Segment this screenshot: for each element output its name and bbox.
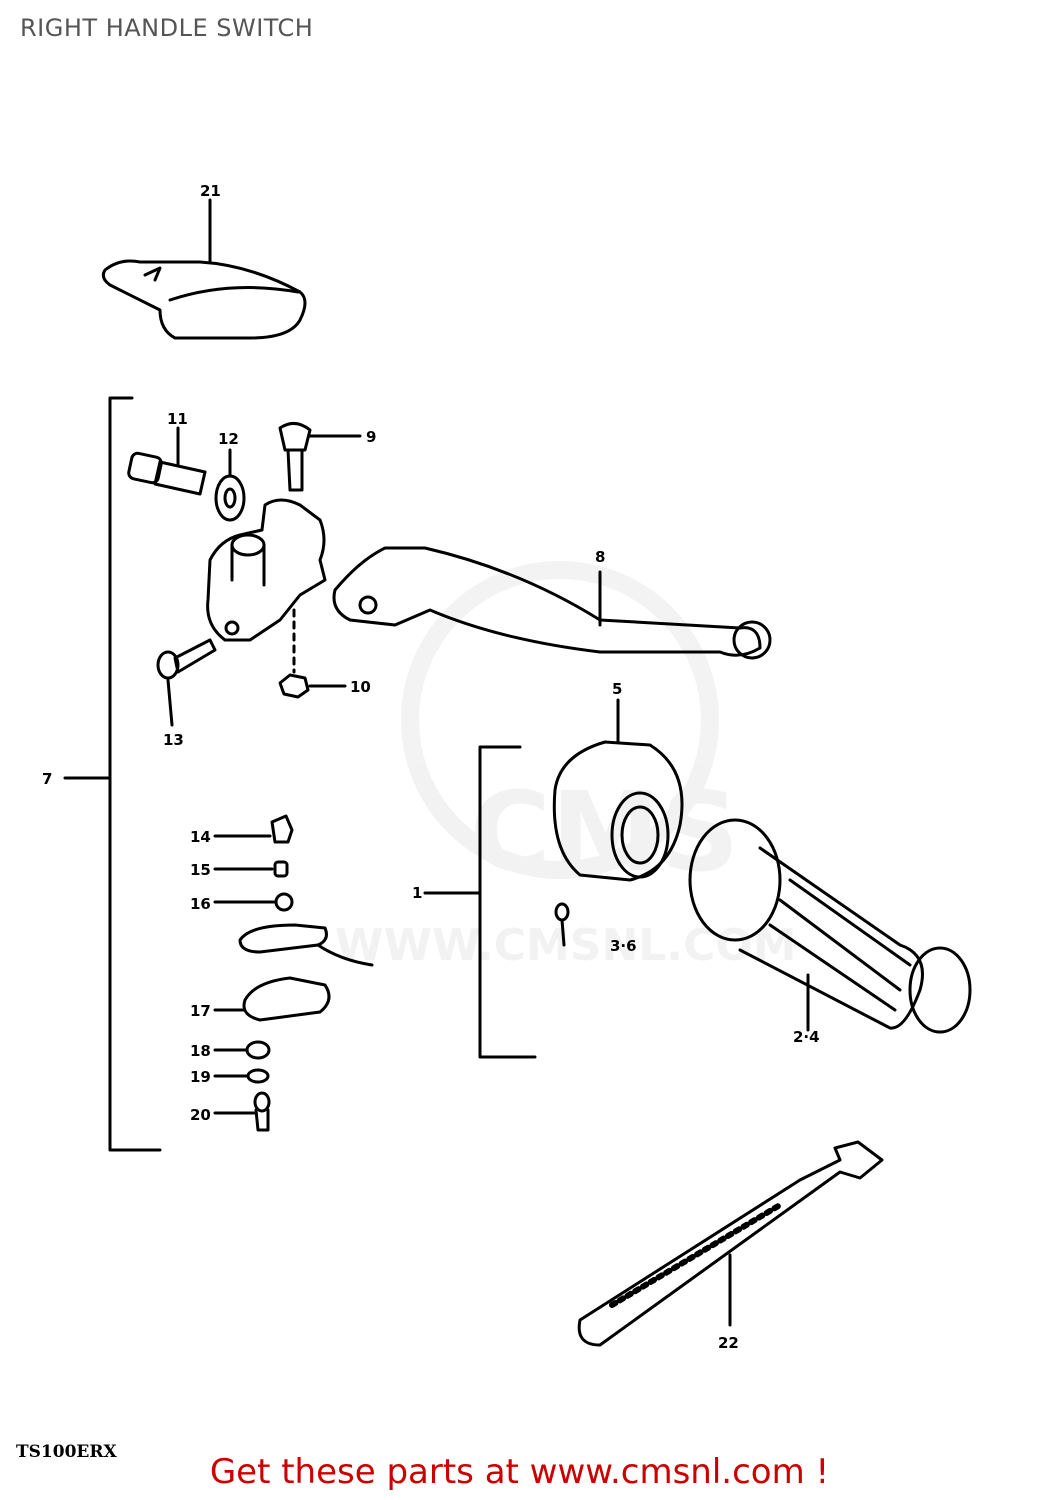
part-19-washer (213, 1068, 270, 1084)
watermark-url: WWW.CMSNL.COM (335, 920, 797, 971)
bracket-1 (478, 745, 537, 1059)
switch-contact (238, 923, 374, 967)
callouts: 21 11 12 9 8 10 13 7 5 14 15 16 1 3·6 17… (42, 182, 820, 1352)
callout-15: 15 (190, 861, 211, 879)
callout-14: 14 (190, 828, 211, 846)
part-17-switch-base (213, 976, 331, 1022)
callout-13: 13 (163, 731, 184, 749)
part-21-cover (101, 259, 307, 340)
callout-10: 10 (350, 678, 371, 696)
part-20-screw (213, 1091, 271, 1132)
callout-16: 16 (190, 895, 211, 913)
footer-cta-link[interactable]: Get these parts at www.cmsnl.com ! (209, 1452, 830, 1492)
callout-21: 21 (200, 182, 221, 200)
lever-holder (206, 498, 327, 642)
callout-9: 9 (366, 428, 376, 446)
part-22-cable-tie (577, 1140, 884, 1347)
callout-7: 7 (42, 770, 52, 788)
callout-8: 8 (595, 548, 605, 566)
part-16-ball (213, 892, 294, 912)
callout-11: 11 (167, 410, 188, 428)
part-13-screw (156, 638, 217, 727)
bracket-7 (108, 396, 162, 1152)
part-11-bolt (127, 426, 207, 496)
callout-1: 1 (412, 884, 422, 902)
callout-22: 22 (718, 1334, 739, 1352)
callout-20: 20 (190, 1106, 211, 1124)
callout-3-6: 3·6 (610, 937, 637, 955)
part-9-pin (278, 422, 362, 492)
model-code: TS100ERX (16, 1442, 117, 1462)
callout-12: 12 (218, 430, 239, 448)
callout-17: 17 (190, 1002, 211, 1020)
callout-2-4: 2·4 (793, 1028, 820, 1046)
watermark: CMS WWW.CMSNL.COM (335, 561, 797, 971)
part-8-lever (332, 546, 772, 660)
callout-18: 18 (190, 1042, 211, 1060)
part-15-spring (213, 860, 289, 878)
part-14-screw (213, 814, 294, 844)
part-36-screw (554, 902, 570, 947)
part-24-grip (688, 818, 972, 1034)
page-title: RIGHT HANDLE SWITCH (20, 14, 314, 42)
callout-19: 19 (190, 1068, 211, 1086)
callout-5: 5 (612, 680, 622, 698)
part-5-throttle-housing (552, 698, 684, 882)
part-12-washer (214, 448, 246, 522)
watermark-logo: CMS (470, 768, 739, 896)
part-10-nut (278, 608, 347, 699)
part-18-washer (213, 1040, 271, 1060)
